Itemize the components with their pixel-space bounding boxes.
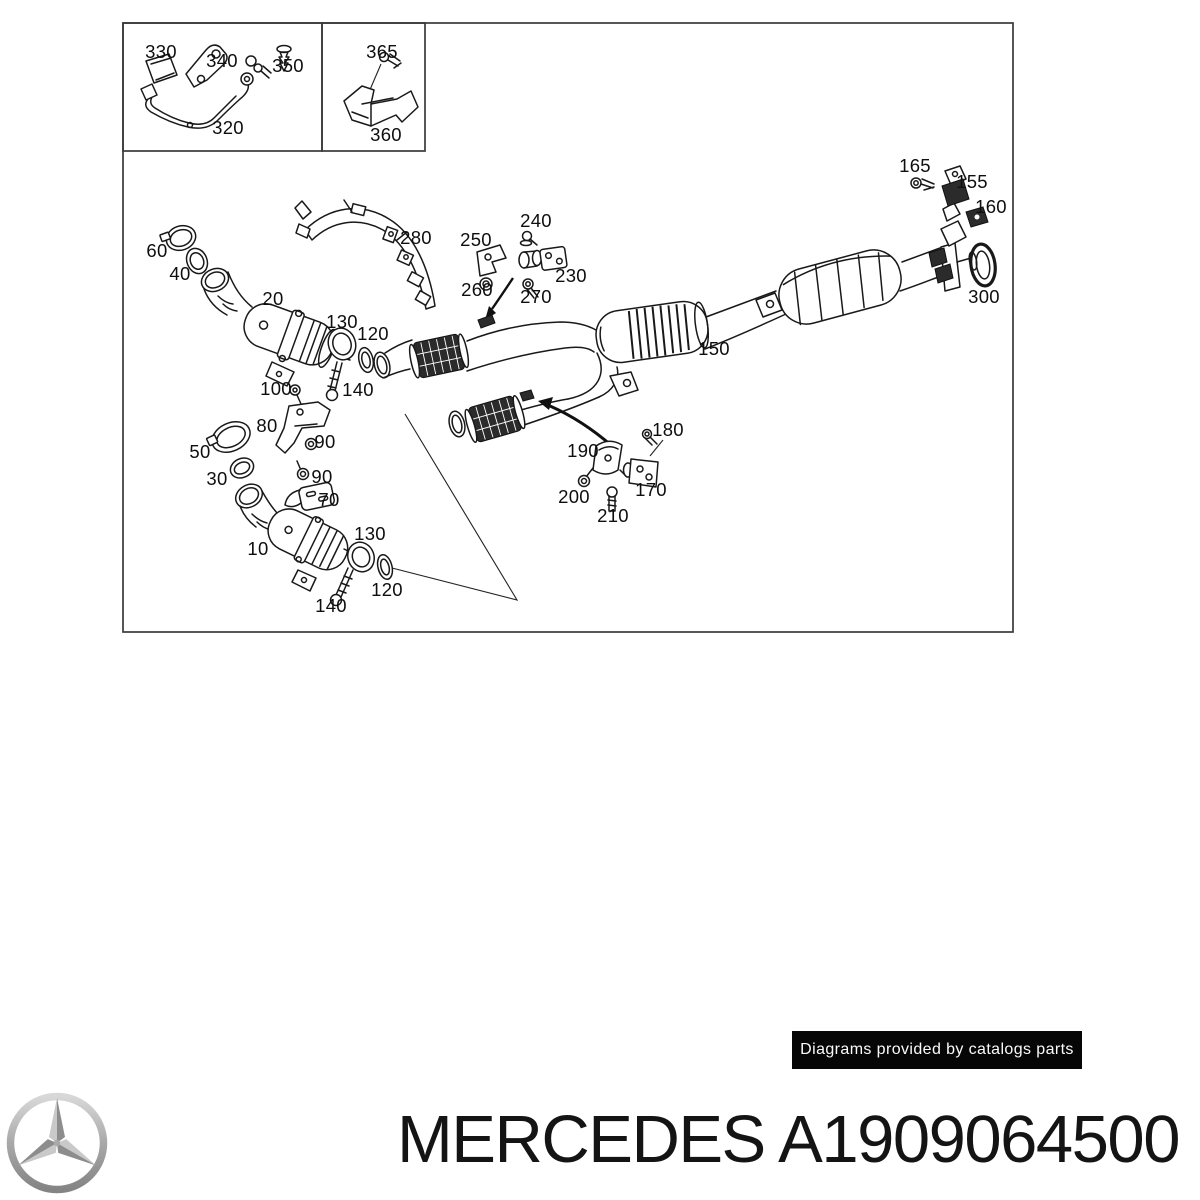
gasket-120-lower: [376, 554, 394, 580]
bracket-360-group: [343, 51, 419, 127]
part-callout-340: 340: [206, 49, 238, 71]
part-callout-300: 300: [968, 285, 1000, 307]
part-callout-10: 10: [247, 537, 269, 559]
logo-star: [18, 1098, 96, 1166]
diagram-frames: [122, 22, 1014, 633]
part-callout-90-lower: 90: [311, 465, 333, 487]
tail-hardware-group: [910, 165, 989, 228]
part-callout-120-upper: 120: [357, 322, 389, 344]
part-callout-130-lower: 130: [354, 522, 386, 544]
part-callout-320: 320: [212, 116, 244, 138]
part-callout-80: 80: [256, 414, 278, 436]
part-callout-40: 40: [169, 262, 191, 284]
flex-coupling-upper: [408, 333, 470, 379]
part-callout-50: 50: [189, 440, 211, 462]
part-callout-230: 230: [555, 264, 587, 286]
part-callout-90-upper: 90: [314, 430, 336, 452]
part-callout-120-lower: 120: [371, 578, 403, 600]
part-callout-240: 240: [520, 209, 552, 231]
heat-shield-280-group: [294, 199, 436, 310]
sensor-cable: [145, 83, 250, 129]
bracket-70: [298, 481, 335, 511]
part-callout-60: 60: [146, 239, 168, 261]
pointer-arrow-upper: [491, 277, 514, 310]
mid-bracket-group: [519, 389, 664, 512]
part-callout-100: 100: [260, 377, 292, 399]
part-callout-130-upper: 130: [326, 310, 358, 332]
part-callout-160: 160: [975, 195, 1007, 217]
clamp-130-upper-group: [325, 327, 375, 402]
part-callout-260: 260: [461, 278, 493, 300]
gasket-30: [229, 457, 255, 479]
front-pipe-10-group: [205, 384, 394, 607]
catalyst-10-body: [267, 508, 349, 571]
part-callout-150: 150: [698, 337, 730, 359]
part-callout-350: 350: [272, 54, 304, 76]
leader-lines: [391, 413, 519, 601]
part-callout-280: 280: [400, 226, 432, 248]
oxygen-sensor-group: [140, 44, 292, 129]
part-number-title: MERCEDES A1909064500: [397, 1102, 1180, 1177]
gasket-300: [969, 242, 997, 288]
front-pipe-20-group: [159, 224, 353, 387]
resonator: [595, 300, 710, 364]
flex-coupling-lower: [464, 394, 526, 444]
part-callout-365: 365: [366, 40, 398, 62]
part-callout-140-lower: 140: [315, 594, 347, 616]
clamp-50: [205, 421, 251, 453]
part-callout-180: 180: [652, 418, 684, 440]
part-callout-70: 70: [318, 488, 340, 510]
center-pipe-150-group: [373, 202, 997, 444]
part-callout-190: 190: [567, 439, 599, 461]
part-callout-200: 200: [558, 485, 590, 507]
part-callout-20: 20: [262, 287, 284, 309]
part-callout-140-upper: 140: [342, 378, 374, 400]
part-callout-210: 210: [597, 504, 629, 526]
clamp-130-lower: [347, 541, 375, 573]
part-callout-270: 270: [520, 285, 552, 307]
gasket-40: [185, 247, 209, 275]
hanger-hardware-230-group: [476, 230, 568, 329]
part-callout-170: 170: [635, 478, 667, 500]
inset-box-2: [321, 22, 426, 152]
muffler: [778, 249, 902, 326]
gasket-120-upper: [357, 346, 375, 374]
watermark-badge: Diagrams provided by catalogs parts: [792, 1031, 1082, 1069]
logo-ring: [6, 1092, 108, 1194]
main-frame: [122, 22, 1014, 633]
part-callout-30: 30: [206, 467, 228, 489]
part-callout-330: 330: [145, 40, 177, 62]
clamp-60: [159, 224, 197, 252]
part-callout-165: 165: [899, 154, 931, 176]
catalyst-20-body: [243, 303, 338, 369]
part-callout-155: 155: [956, 170, 988, 192]
part-callout-250: 250: [460, 228, 492, 250]
mercedes-logo: [6, 1092, 108, 1194]
part-callout-360: 360: [370, 123, 402, 145]
